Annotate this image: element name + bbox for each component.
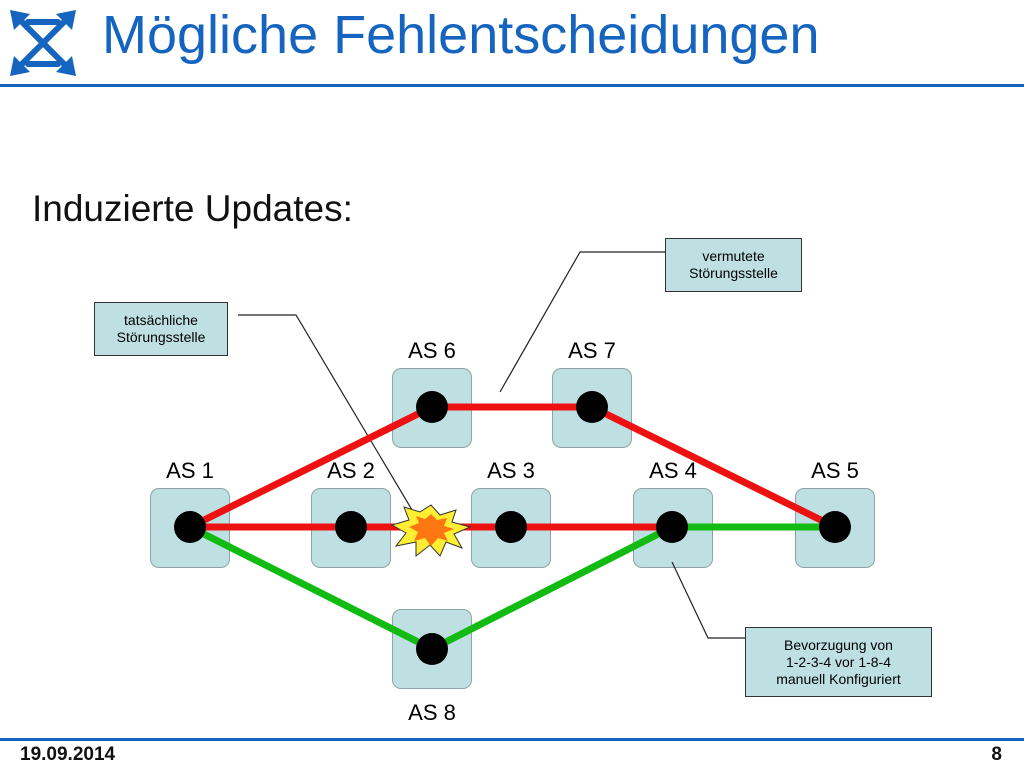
callout-actual-text: tatsächliche Störungsstelle [116,312,206,345]
footer-date: 19.09.2014 [20,744,116,765]
title-divider [0,84,1024,87]
callout-suspected-text: vermutete Störungsstelle [689,248,778,281]
node-label-as6: AS 6 [408,338,456,363]
node-label-as8: AS 8 [408,700,456,725]
node-dot-as5 [819,511,851,543]
node-label-as5: AS 5 [811,458,859,483]
callout-preference-text: Bevorzugung von 1-2-3-4 vor 1-8-4 manuel… [776,636,901,687]
slide-subtitle: Induzierte Updates: [32,188,353,229]
node-label-as2: AS 2 [327,458,375,483]
node-dot-as4 [656,511,688,543]
leader-line-suspected [499,251,665,393]
red-path-upper [188,403,837,531]
four-arrows-logo-icon [10,10,76,76]
explosion-icon [390,504,472,558]
node-dot-as8 [416,633,448,665]
node-dot-as2 [335,511,367,543]
node-label-as4: AS 4 [649,458,697,483]
node-dot-as3 [495,511,527,543]
footer-divider [0,738,1024,741]
leader-line-actual [238,314,419,521]
leader-line-preference [671,561,745,639]
page-number: 8 [991,744,1002,765]
callout-suspected-fault: vermutete Störungsstelle [665,238,802,292]
node-dot-as7 [576,391,608,423]
node-dot-as6 [416,391,448,423]
node-label-as7: AS 7 [568,338,616,363]
slide-title: Mögliche Fehlentscheidungen [102,5,820,65]
callout-preference: Bevorzugung von 1-2-3-4 vor 1-8-4 manuel… [745,627,932,697]
node-label-as1: AS 1 [166,458,214,483]
green-path [188,523,835,653]
node-label-as3: AS 3 [487,458,535,483]
callout-actual-fault: tatsächliche Störungsstelle [94,302,228,356]
node-dot-as1 [174,511,206,543]
